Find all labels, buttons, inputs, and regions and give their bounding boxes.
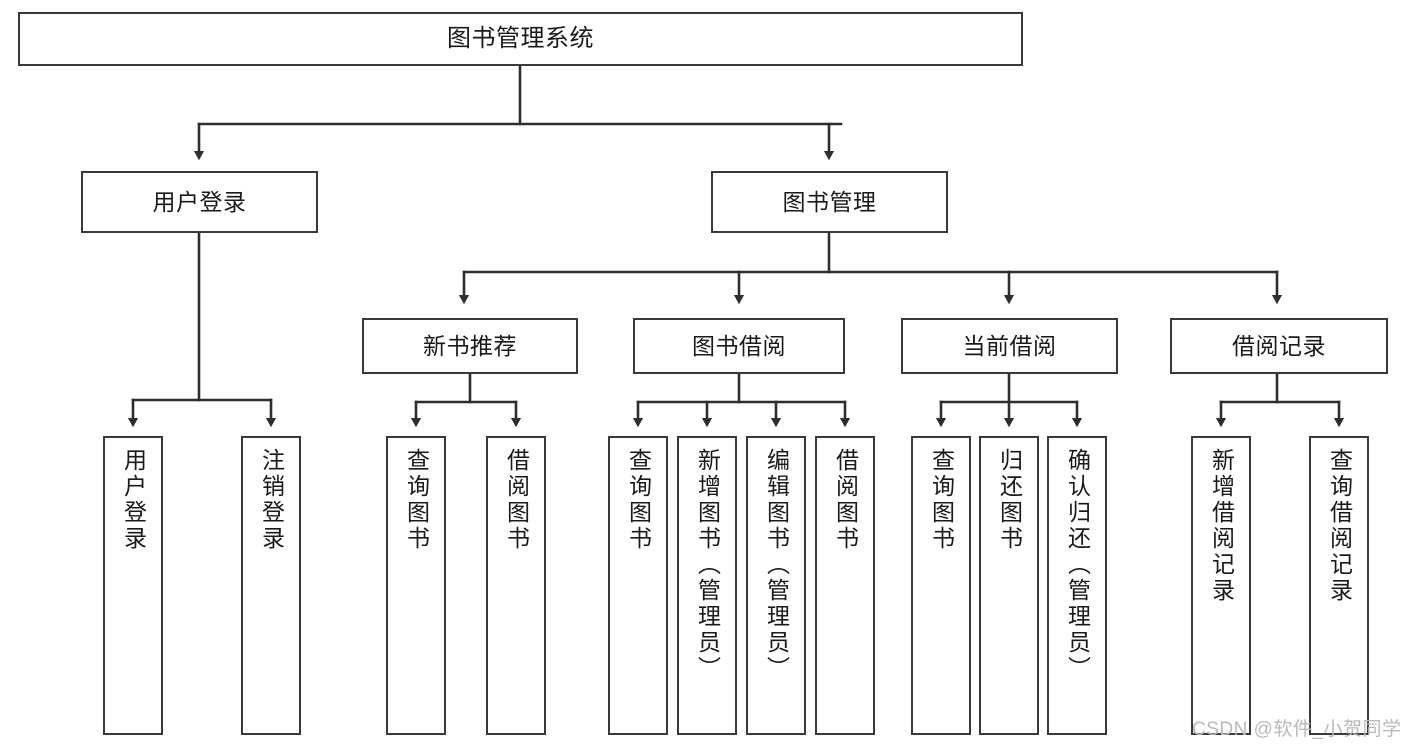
leaf-add-book-admin[interactable]: 新增图书（管理员）: [677, 436, 737, 735]
node-current-borrow[interactable]: 当前借阅: [901, 318, 1118, 374]
node-label: 编辑图书（管理员）: [763, 448, 790, 682]
leaf-return-book[interactable]: 归还图书: [979, 436, 1039, 735]
node-label: 新增借阅记录: [1208, 448, 1235, 604]
node-label: 归还图书: [996, 448, 1023, 552]
node-label: 用户登录: [120, 448, 147, 552]
node-label: 查询图书: [403, 448, 430, 552]
leaf-query-borrow-record[interactable]: 查询借阅记录: [1309, 436, 1369, 735]
node-label: 新增图书（管理员）: [694, 448, 721, 682]
node-label: 查询图书: [625, 448, 652, 552]
node-label: 新书推荐: [423, 332, 517, 359]
node-label: 查询借阅记录: [1326, 448, 1353, 604]
watermark: CSDN @软件_小贺同学: [1192, 719, 1402, 740]
node-label: 图书管理: [782, 188, 877, 215]
leaf-query-book-current[interactable]: 查询图书: [911, 436, 971, 735]
node-label: 查询图书: [928, 448, 955, 552]
leaf-borrow-book[interactable]: 借阅图书: [815, 436, 875, 735]
node-label: 借阅图书: [832, 448, 859, 552]
leaf-query-book-recommend[interactable]: 查询图书: [386, 436, 446, 735]
node-label: 当前借阅: [962, 332, 1057, 359]
node-new-book-recommend[interactable]: 新书推荐: [362, 318, 578, 374]
leaf-query-book-borrow[interactable]: 查询图书: [608, 436, 668, 735]
node-label: 确认归还（管理员）: [1064, 448, 1091, 682]
node-borrow-record[interactable]: 借阅记录: [1170, 318, 1388, 374]
node-book-borrow[interactable]: 图书借阅: [633, 318, 845, 374]
node-label: 图书借阅: [692, 332, 786, 359]
node-book-management[interactable]: 图书管理: [711, 171, 948, 233]
node-label: 借阅图书: [503, 448, 530, 552]
node-book-management-system[interactable]: 图书管理系统: [18, 12, 1023, 66]
node-label: 注销登录: [258, 448, 285, 552]
leaf-logout[interactable]: 注销登录: [241, 436, 301, 735]
node-label: 借阅记录: [1232, 332, 1326, 359]
leaf-confirm-return-admin[interactable]: 确认归还（管理员）: [1047, 436, 1107, 735]
node-user-login[interactable]: 用户登录: [81, 171, 318, 233]
leaf-edit-book-admin[interactable]: 编辑图书（管理员）: [746, 436, 806, 735]
leaf-add-borrow-record[interactable]: 新增借阅记录: [1191, 436, 1251, 735]
leaf-user-login[interactable]: 用户登录: [103, 436, 163, 735]
leaf-borrow-book-recommend[interactable]: 借阅图书: [486, 436, 546, 735]
node-label: 图书管理系统: [447, 24, 594, 52]
node-label: 用户登录: [152, 188, 247, 215]
